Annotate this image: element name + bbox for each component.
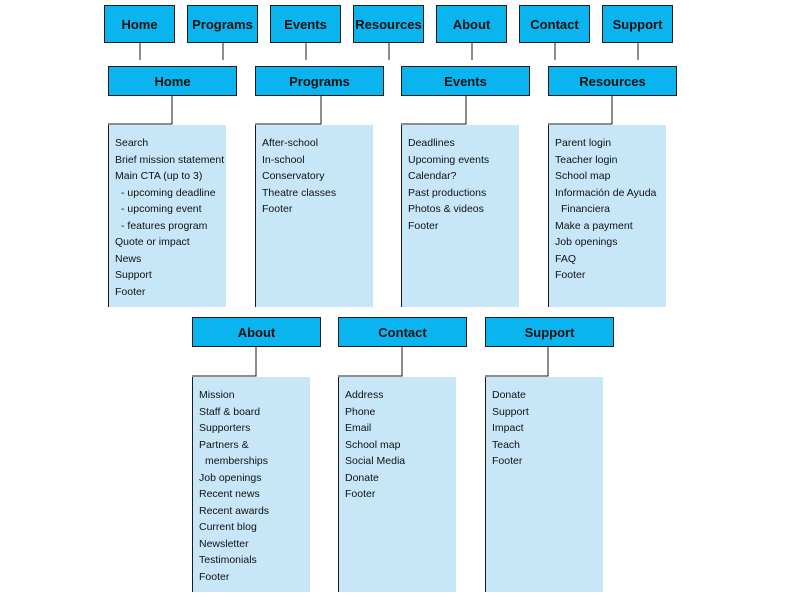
list-item: Job openings [555, 236, 618, 248]
list-item: Supporters [199, 422, 251, 434]
page-support-title: Support [524, 324, 575, 340]
list-item: Donate [345, 471, 379, 484]
list-item: Email [345, 422, 372, 434]
list-item: Deadlines [408, 137, 455, 149]
resources-content-list: Parent login Teacher login School map In… [548, 125, 666, 307]
list-item: Recent news [199, 488, 260, 500]
page-events: Events [401, 66, 530, 96]
list-item: Financiera [561, 203, 611, 215]
nav-support-label: Support [612, 16, 663, 32]
list-item: Footer [115, 285, 146, 298]
nav-programs[interactable]: Programs [187, 5, 258, 43]
page-home: Home [108, 66, 237, 96]
list-item: - upcoming event [121, 203, 202, 215]
list-item: School map [555, 170, 611, 182]
list-item: memberships [205, 455, 269, 467]
contact-content-list: Address Phone Email School map Social Me… [338, 377, 456, 592]
nav-about[interactable]: About [436, 5, 507, 43]
list-item: Support [115, 269, 152, 281]
page-contact-title: Contact [378, 324, 427, 340]
support-content-list: Donate Support Impact Teach Footer [485, 377, 603, 592]
page-support: Support [485, 317, 614, 347]
nav-resources-label: Resources [355, 16, 422, 32]
list-item: Photos & videos [408, 203, 484, 215]
list-item: Teach [492, 438, 521, 451]
page-home-title: Home [154, 73, 191, 89]
list-item: Upcoming events [408, 153, 490, 166]
list-item: Partners & [199, 438, 249, 451]
list-item: Información de Ayuda [555, 186, 657, 199]
connector-home-list [108, 96, 173, 125]
page-programs-title: Programs [289, 73, 350, 89]
connector-events-list [401, 96, 467, 125]
page-about: About [192, 317, 321, 347]
list-item: Social Media [345, 455, 406, 467]
list-item: Footer [345, 488, 376, 500]
list-item: - features program [121, 219, 208, 232]
nav-support[interactable]: Support [602, 5, 673, 43]
list-item: School map [345, 438, 401, 451]
list-item: Address [345, 389, 384, 401]
about-content-list: Mission Staff & board Supporters Partner… [192, 377, 310, 592]
list-item: Parent login [555, 137, 612, 149]
connector-contact-list [338, 347, 403, 377]
programs-content-list: After-school In-school Conservatory Thea… [255, 125, 373, 307]
list-item: Mission [199, 389, 235, 401]
nav-contact-label: Contact [530, 16, 579, 32]
list-item: After-school [262, 137, 319, 149]
nav-programs-label: Programs [192, 16, 253, 32]
list-item: Teacher login [555, 153, 618, 166]
list-item: In-school [262, 153, 305, 166]
list-item: Recent awards [199, 504, 270, 517]
page-resources-title: Resources [579, 73, 646, 89]
list-item: Past productions [408, 186, 487, 199]
list-item: FAQ [555, 252, 577, 265]
list-item: Main CTA (up to 3) [115, 170, 203, 182]
list-item: Calendar? [408, 170, 457, 182]
page-resources: Resources [548, 66, 677, 96]
connector-programs-list [255, 96, 322, 125]
nav-home-label: Home [121, 16, 158, 32]
connector-about-list [192, 347, 257, 377]
home-content-list: Search Brief mission statement Main CTA … [108, 125, 226, 307]
list-item: Quote or impact [115, 236, 190, 248]
nav-events-label: Events [284, 16, 327, 32]
events-content-list: Deadlines Upcoming events Calendar? Past… [401, 125, 519, 307]
list-item: Footer [408, 219, 439, 232]
page-contact: Contact [338, 317, 467, 347]
nav-contact[interactable]: Contact [519, 5, 590, 43]
list-item: Conservatory [262, 170, 325, 182]
list-item: Support [492, 405, 529, 418]
list-item: Footer [199, 570, 230, 583]
list-item: Search [115, 137, 149, 149]
connector-resources-list [548, 96, 613, 125]
list-item: Testimonials [199, 554, 257, 566]
nav-home[interactable]: Home [104, 5, 175, 43]
list-item: Staff & board [199, 405, 261, 418]
page-about-title: About [237, 324, 276, 340]
list-item: Current blog [199, 521, 257, 533]
list-item: Footer [262, 203, 293, 215]
list-item: Theatre classes [262, 186, 337, 199]
list-item: News [115, 252, 142, 265]
list-item: Newsletter [199, 537, 249, 550]
nav-events[interactable]: Events [270, 5, 341, 43]
list-item: Make a payment [555, 219, 633, 232]
list-item: - upcoming deadline [121, 186, 216, 199]
list-item: Footer [492, 455, 523, 467]
page-programs: Programs [255, 66, 384, 96]
list-item: Job openings [199, 471, 262, 484]
list-item: Phone [345, 405, 376, 418]
list-item: Brief mission statement [115, 153, 225, 166]
nav-resources[interactable]: Resources [353, 5, 424, 43]
connector-support-list [485, 347, 549, 377]
list-item: Footer [555, 269, 586, 281]
nav-about-label: About [452, 16, 491, 32]
list-item: Impact [492, 422, 524, 434]
list-item: Donate [492, 389, 526, 401]
page-events-title: Events [444, 73, 487, 89]
